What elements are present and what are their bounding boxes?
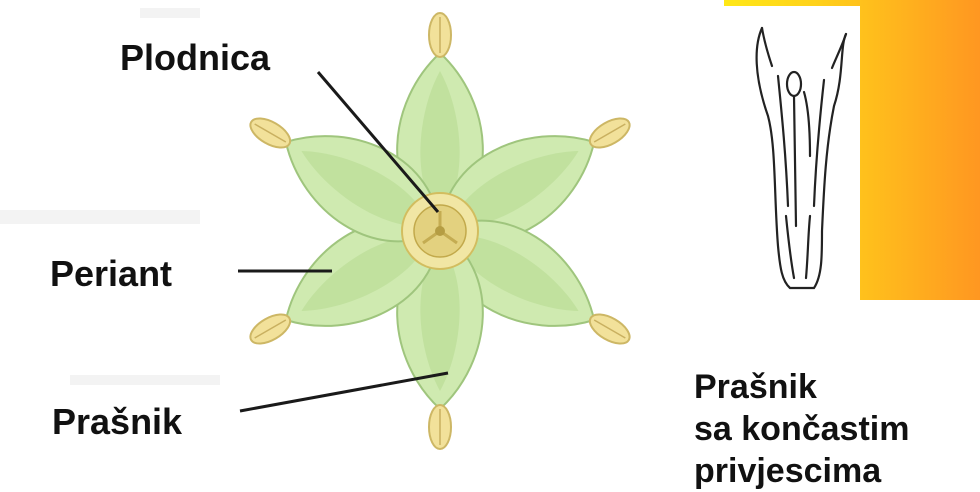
ovary-label: Plodnica [120, 40, 270, 76]
anther [429, 13, 451, 57]
caption-line-1: Prašnik [694, 366, 909, 408]
caption-line-2: sa končastim [694, 408, 909, 450]
ovary [402, 193, 478, 269]
anther-caption: Prašnik sa končastim privjescima [694, 366, 909, 492]
anther-drawing [724, 6, 860, 300]
prasnik-pointer [240, 373, 448, 411]
anther [429, 405, 451, 449]
anther-label: Prašnik [52, 404, 182, 440]
perianth-label: Periant [50, 256, 172, 292]
